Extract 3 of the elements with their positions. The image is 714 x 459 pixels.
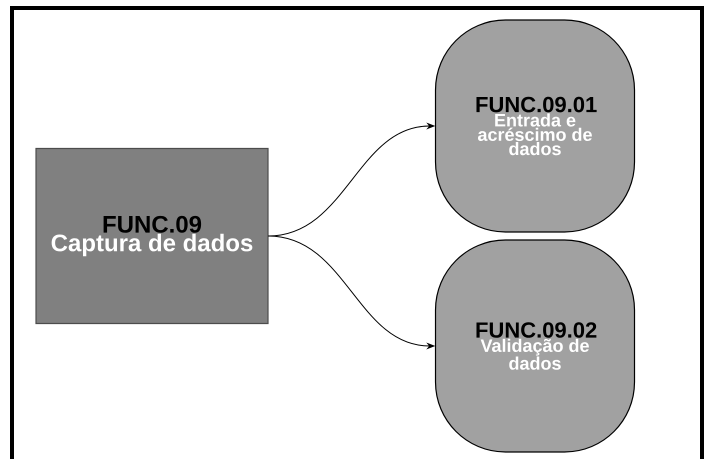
process-box: FUNC.09 Captura de dados (35, 148, 269, 324)
rounded-box: FUNC.09.01 Entrada e acréscimo de dados (434, 19, 636, 233)
rounded-box: FUNC.09.02 Validação de dados (434, 239, 636, 453)
